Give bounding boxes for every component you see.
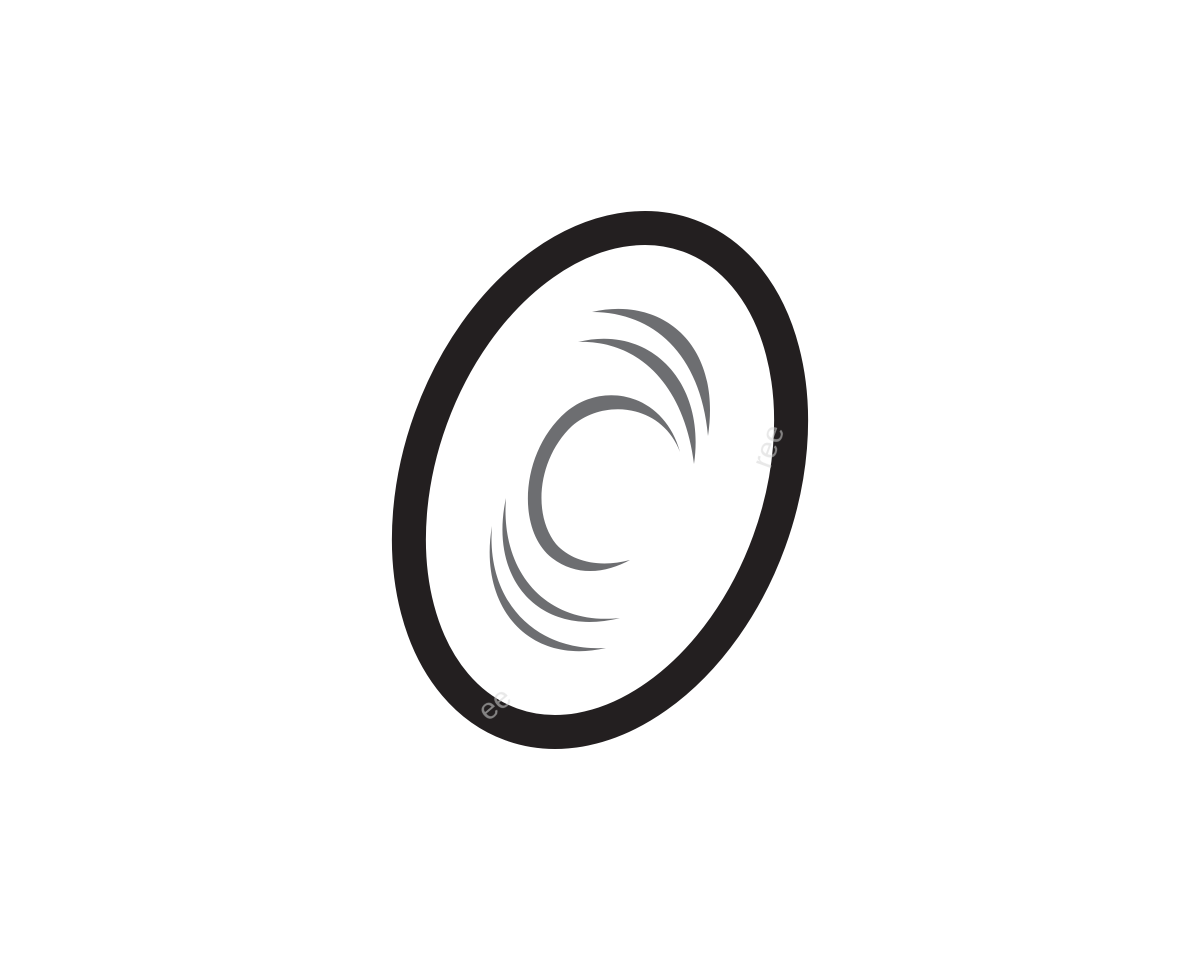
swirl-arc-top-inner bbox=[578, 338, 696, 464]
swirl-arc-bottom-outer bbox=[489, 526, 606, 652]
swirl-arc-center bbox=[527, 395, 680, 572]
swirl-arc-bottom-inner bbox=[502, 498, 620, 622]
outer-ring-ellipse bbox=[391, 211, 809, 749]
outer-ring bbox=[391, 211, 809, 749]
inner-swirl bbox=[489, 308, 710, 652]
swirl-arc-top-outer bbox=[592, 308, 710, 436]
